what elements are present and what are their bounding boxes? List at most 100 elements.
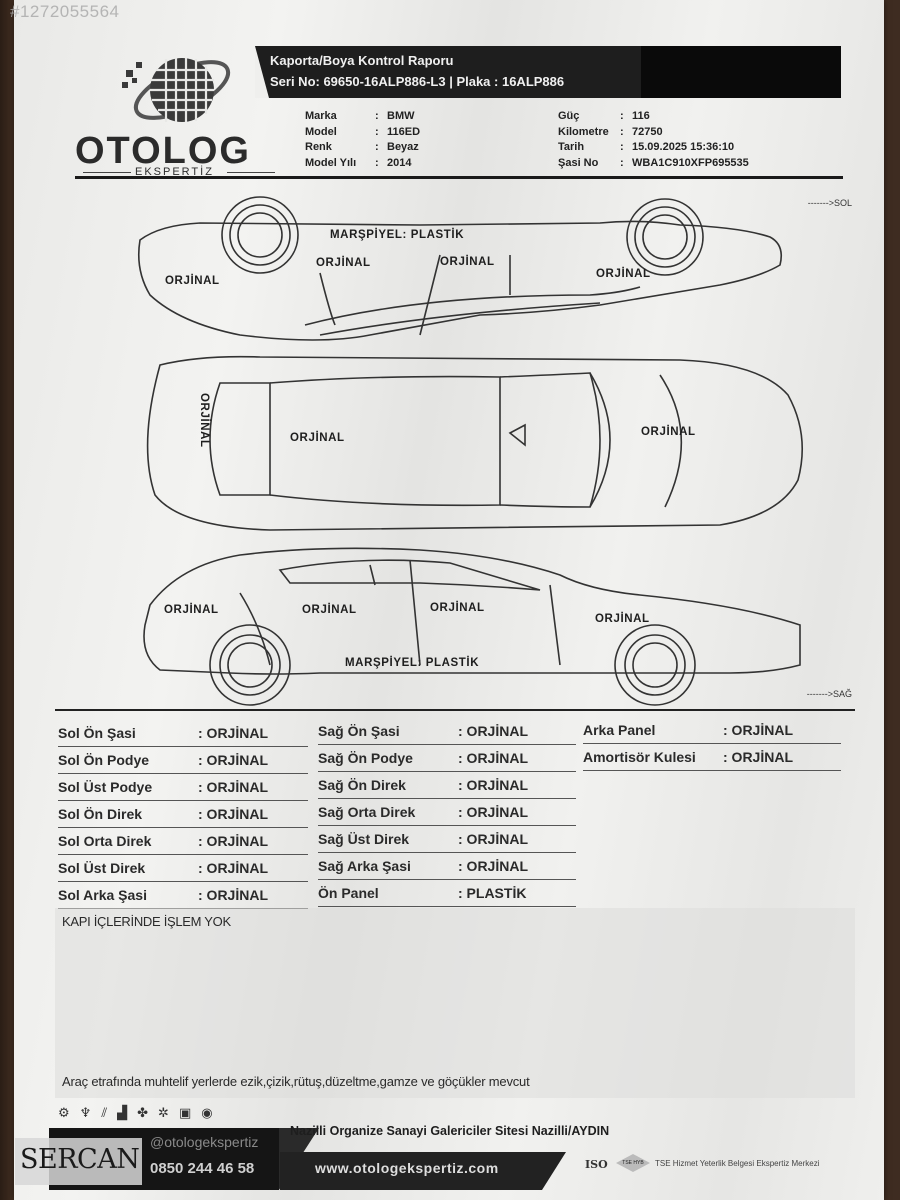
- table-row: Sağ Orta Direk : ORJİNAL: [318, 798, 576, 826]
- info-label: Model: [305, 125, 337, 138]
- photo-watermark-id: #1272055564: [10, 2, 120, 21]
- right-direction-indicator: ------->SAĞ: [806, 689, 852, 699]
- info-row: Model Yılı:2014: [305, 156, 420, 172]
- footer-band-website: [280, 1152, 542, 1190]
- instagram-handle[interactable]: @otologekspertiz: [150, 1134, 259, 1150]
- info-label: Marka: [305, 110, 337, 122]
- right-marspiyel-label: MARŞPİYEL: PLASTİK: [345, 657, 480, 669]
- right-rear-fender-label: ORJİNAL: [164, 604, 219, 616]
- part-label: Arka Panel: [583, 721, 656, 738]
- left-front-door-label: ORJİNAL: [440, 256, 495, 268]
- website-link[interactable]: www.otologekspertiz.com: [315, 1160, 499, 1176]
- seller-overlay-tag: SERCAN: [15, 1138, 142, 1185]
- divider: [227, 172, 275, 173]
- table-top-divider: [55, 709, 855, 711]
- part-status: : ORJİNAL: [723, 748, 793, 765]
- top-view-body: [146, 355, 803, 531]
- info-value: 116: [632, 110, 650, 122]
- right-side-body: [143, 547, 801, 675]
- brand-subtitle: EKSPERTİZ: [135, 166, 214, 178]
- part-status: : PLASTİK: [458, 884, 527, 901]
- left-rear-door-label: ORJİNAL: [316, 257, 371, 269]
- globe-logo-icon: [122, 58, 231, 122]
- info-value: 2014: [387, 156, 412, 169]
- car-outline-drawings: [137, 196, 803, 706]
- part-label: Sağ Ön Şasi: [318, 722, 400, 739]
- info-value: 72750: [632, 125, 663, 138]
- gears-icon: ✲: [158, 1106, 169, 1121]
- part-label: Sağ Orta Direk: [318, 803, 416, 820]
- part-status: : ORJİNAL: [458, 803, 528, 820]
- part-status: : ORJİNAL: [458, 857, 528, 874]
- right-front-door-label: ORJİNAL: [430, 602, 485, 614]
- part-status: : ORJİNAL: [198, 778, 268, 795]
- left-side-body: [137, 220, 783, 341]
- table-row: Sol Ön Podye: ORJİNAL: [58, 746, 308, 774]
- part-status: : ORJİNAL: [458, 749, 528, 766]
- battery-icon: ▣: [178, 1106, 192, 1121]
- info-row: Güç:116: [558, 109, 749, 125]
- info-label: Şasi No: [558, 156, 599, 169]
- part-status: : ORJİNAL: [723, 721, 793, 738]
- left-direction-indicator: ------->SOL: [807, 198, 852, 208]
- wheel: [626, 198, 704, 276]
- notes-box: [55, 908, 855, 1098]
- table-row: Sağ Üst Direk : ORJİNAL: [318, 825, 576, 853]
- info-row: Model:116ED: [305, 125, 420, 141]
- part-label: Sağ Ön Direk: [318, 776, 406, 793]
- part-status: : ORJİNAL: [458, 722, 528, 739]
- part-status: : ORJİNAL: [198, 751, 268, 768]
- serial-plate-line: Seri No: 69650-16ALP886-L3 | Plaka : 16A…: [270, 74, 565, 89]
- left-rear-fender-label: ORJİNAL: [165, 275, 220, 287]
- divider: [83, 172, 131, 173]
- part-label: Ön Panel: [318, 884, 379, 901]
- wheel: [209, 624, 291, 706]
- table-row: Sol Ön Şasi: ORJİNAL: [58, 719, 308, 747]
- info-row: Renk:Beyaz: [305, 140, 420, 156]
- trunk-label: ORJİNAL: [198, 393, 210, 448]
- info-value: Beyaz: [387, 141, 419, 153]
- part-status: : ORJİNAL: [198, 886, 268, 903]
- info-row: Kilometre:72750: [558, 125, 749, 141]
- tire-icon: ◉: [201, 1106, 213, 1121]
- paint-icon: ✤: [137, 1106, 149, 1121]
- info-label: Güç: [558, 110, 580, 122]
- part-label: Amortisör Kulesi: [583, 748, 696, 765]
- header-band: [255, 46, 841, 98]
- table-row: Arka Panel : ORJİNAL: [583, 716, 841, 744]
- brand-name: OTOLOG: [75, 130, 251, 172]
- info-value: 116ED: [387, 125, 421, 138]
- wheel: [614, 624, 696, 706]
- info-label: Kilometre: [558, 125, 609, 138]
- tse-certification-text: TSE Hizmet Yeterlik Belgesi Ekspertiz Me…: [655, 1159, 820, 1168]
- table-row: Sol Arka Şasi : ORJİNAL: [58, 881, 308, 909]
- otolog-logo: OTOLOG EKSPERTİZ: [75, 52, 290, 182]
- info-row: Tarih:15.09.2025 15:36:10: [558, 140, 749, 156]
- engine-icon: ⚙: [58, 1106, 70, 1121]
- table-row: Sol Orta Direk: ORJİNAL: [58, 827, 308, 855]
- part-status: : ORJİNAL: [198, 859, 268, 876]
- part-label: Sağ Üst Direk: [318, 830, 410, 847]
- part-label: Sol Üst Direk: [58, 859, 146, 876]
- info-label: Tarih: [558, 141, 585, 153]
- tse-badge-icon: TSE HYB: [616, 1154, 650, 1172]
- right-front-fender-label: ORJİNAL: [595, 613, 650, 625]
- left-marspiyel-label: MARŞPİYEL: PLASTİK: [330, 229, 465, 241]
- part-status: : ORJİNAL: [198, 832, 268, 849]
- part-status: : ORJİNAL: [458, 830, 528, 847]
- part-status: : ORJİNAL: [198, 805, 268, 822]
- footer-band-slant: [542, 1152, 566, 1190]
- part-label: Sol Arka Şasi: [58, 886, 147, 903]
- spark-plug-icon: ♆: [79, 1106, 92, 1121]
- part-label: Sol Üst Podye: [58, 778, 153, 795]
- part-label: Sol Ön Şasi: [58, 724, 136, 741]
- left-front-fender-label: ORJİNAL: [596, 268, 651, 280]
- phone-number[interactable]: 0850 244 46 58: [150, 1160, 255, 1177]
- table-row: Sol Ön Direk: ORJİNAL: [58, 800, 308, 828]
- seller-name: SERCAN: [20, 1144, 140, 1175]
- vehicle-info-right: Güç:116 Kilometre:72750 Tarih:15.09.2025…: [558, 109, 749, 171]
- info-value: WBA1C910XFP695535: [632, 156, 749, 169]
- table-row: Sağ Ön Şasi : ORJİNAL: [318, 717, 576, 745]
- roof-label: ORJİNAL: [290, 432, 345, 444]
- part-label: Sağ Ön Podye: [318, 749, 413, 766]
